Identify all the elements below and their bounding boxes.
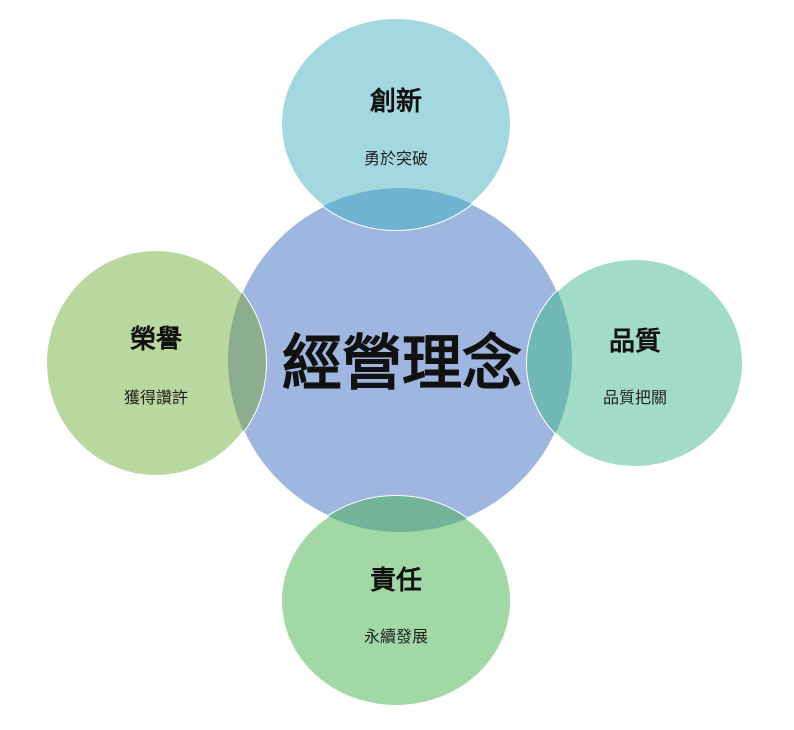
responsibility-title: 責任 (370, 566, 422, 596)
innovation-title: 創新 (370, 86, 422, 117)
innovation-subtitle: 勇於突破 (364, 149, 428, 168)
honor-subtitle: 獲得讚許 (124, 388, 188, 407)
center-title: 經營理念 (282, 329, 522, 399)
quality-subtitle: 品質把關 (603, 388, 667, 407)
quality-title: 品質 (609, 327, 661, 357)
node-innovation: 創新 勇於突破 (280, 17, 512, 231)
responsibility-subtitle: 永續發展 (364, 627, 428, 646)
honor-title: 榮譽 (130, 325, 183, 355)
node-quality: 品質 品質把關 (526, 258, 744, 468)
node-responsibility: 責任 永續發展 (280, 495, 512, 707)
node-honor: 榮譽 獲得讚許 (45, 249, 267, 477)
